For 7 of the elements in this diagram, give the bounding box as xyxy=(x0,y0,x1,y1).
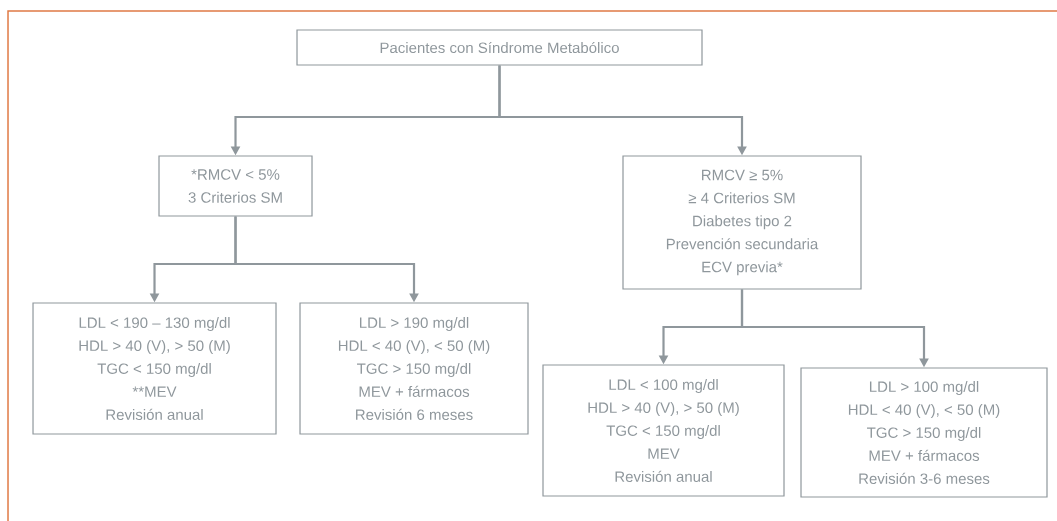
text-box: LDL < 100 mg/dl HDL > 40 (V), > 50 (M) TGC < 150 mg/dl MEV Revisión anual xyxy=(542,364,785,497)
text-box: RMCV ≥ 5% ≥ 4 Criterios SM Diabetes tipo 2 Prevención secundaria ECV previa* xyxy=(622,155,862,290)
text-box: *RMCV < 5% 3 Criterios SM xyxy=(158,155,313,217)
text-box: LDL > 100 mg/dl HDL < 40 (V), < 50 (M) TGC > 150 mg/dl MEV + fármacos Revisión 3-6 meses xyxy=(800,367,1048,498)
text-box: LDL < 190 – 130 mg/dl HDL > 40 (V), > 50 (M) TGC < 150 mg/dl **MEV Revisión anual xyxy=(32,302,277,435)
text-box: LDL > 190 mg/dl HDL < 40 (V), < 50 (M) TGC > 150 mg/dl MEV + fármacos Revisión 6 meses xyxy=(299,302,529,435)
text-box: Pacientes con Síndrome Metabólico xyxy=(296,29,703,66)
